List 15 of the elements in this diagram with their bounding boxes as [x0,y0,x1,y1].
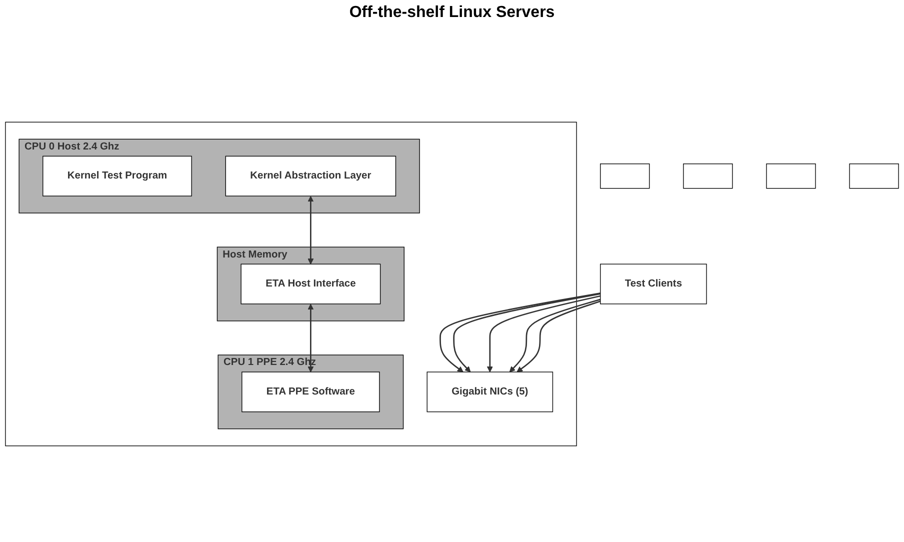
arrow [308,304,314,372]
node-box [600,164,650,189]
node-box [766,164,816,189]
heading-label: Off-the-shelf Linux Servers [349,4,555,22]
node-box: Gigabit NICs (5) [426,372,554,412]
node-box: Kernel Abstraction Layer [225,156,396,196]
node-box: Test Clients [600,264,707,304]
cluster [5,122,577,446]
arrow [308,196,314,264]
node-box: ETA PPE Software [242,372,380,412]
node-box: Kernel Test Program [42,156,192,196]
node-box: ETA Host Interface [240,264,381,304]
node-box [849,164,899,189]
arrow [486,295,601,372]
node-box [683,164,733,189]
